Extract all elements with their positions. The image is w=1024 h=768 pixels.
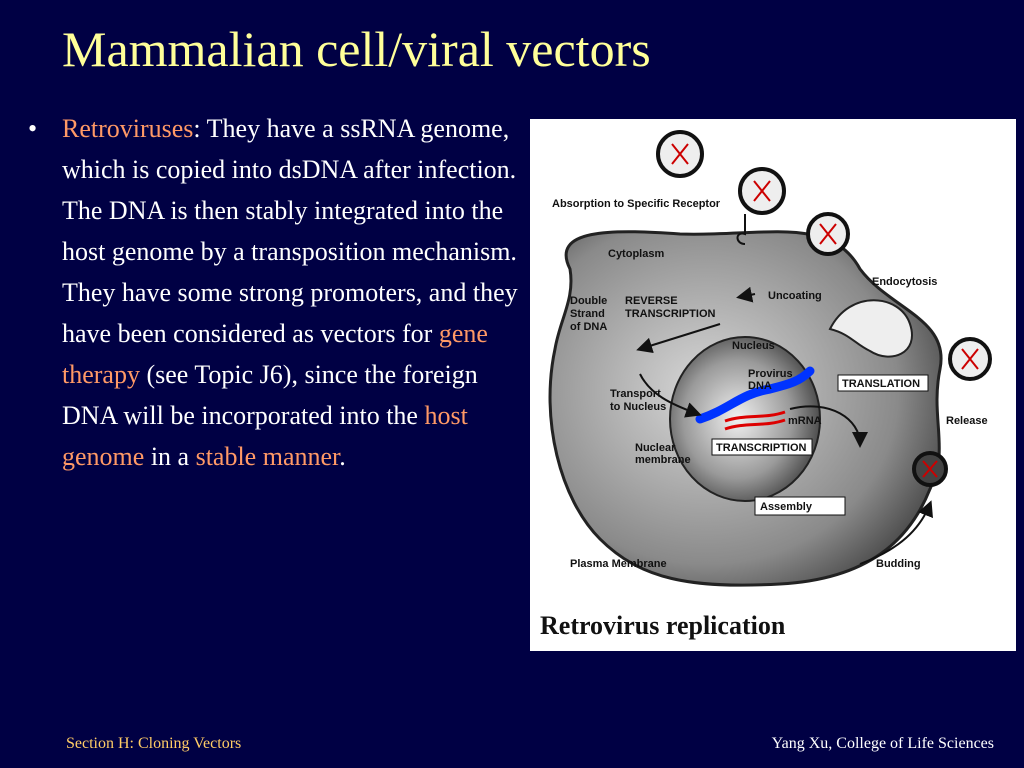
label-cytoplasm: Cytoplasm bbox=[608, 248, 664, 260]
label-mrna: mRNA bbox=[788, 415, 822, 427]
label-plasma-membrane: Plasma Membrane bbox=[570, 558, 667, 570]
label-provirus-1: Provirus bbox=[748, 368, 793, 380]
slide-title: Mammalian cell/viral vectors bbox=[62, 21, 651, 77]
receptor bbox=[736, 214, 746, 245]
endocytosis-pocket bbox=[828, 299, 913, 358]
label-transcription: TRANSCRIPTION bbox=[716, 442, 807, 454]
mrna-strand-2 bbox=[724, 418, 786, 431]
highlight-host-genome: host genome bbox=[62, 401, 468, 471]
arrow-translation bbox=[789, 405, 868, 448]
label-translation: TRANSLATION bbox=[842, 378, 920, 390]
virus-particle-1 bbox=[656, 130, 704, 178]
label-transport-2: to Nucleus bbox=[610, 401, 666, 413]
virus-particle-budding bbox=[912, 451, 948, 487]
nucleus bbox=[669, 336, 821, 502]
arrow-transport bbox=[639, 373, 702, 418]
footer-section: Section H: Cloning Vectors bbox=[66, 735, 242, 752]
label-transport-1: Transport bbox=[610, 388, 661, 400]
assembly-box bbox=[754, 496, 846, 516]
label-nuclear-1: Nuclear bbox=[635, 442, 676, 454]
bullet-text-part-4: . bbox=[339, 442, 346, 471]
label-budding: Budding bbox=[876, 558, 921, 570]
arrow-uncoating bbox=[736, 286, 756, 303]
label-uncoating: Uncoating bbox=[768, 290, 822, 302]
footer-author: Yang Xu, College of Life Sciences bbox=[771, 735, 994, 752]
bullet-marker: • bbox=[28, 114, 38, 143]
virus-particle-2 bbox=[738, 167, 786, 215]
virus-particle-3 bbox=[806, 212, 850, 256]
label-double-3: of DNA bbox=[570, 321, 607, 333]
label-nucleus: Nucleus bbox=[732, 340, 775, 352]
bullet-text-part-3: in a bbox=[144, 442, 196, 471]
label-reverse-2: TRANSCRIPTION bbox=[625, 308, 716, 320]
bullet-paragraph: • Retroviruses: They have a ssRNA genome… bbox=[28, 108, 518, 477]
arrow-reverse-transcription bbox=[636, 323, 721, 354]
bullet-text-part-1: : They have a ssRNA genome, which is cop… bbox=[62, 114, 518, 348]
label-assembly: Assembly bbox=[760, 501, 813, 513]
label-double-1: Double bbox=[570, 295, 607, 307]
bullet-text: Retroviruses: They have a ssRNA genome, … bbox=[62, 108, 518, 477]
label-endocytosis: Endocytosis bbox=[872, 276, 937, 288]
retrovirus-replication-figure: Absorption to Specific Receptor Cytoplas… bbox=[530, 119, 1016, 651]
label-nuclear-2: membrane bbox=[635, 454, 691, 466]
highlight-stable-manner: stable manner bbox=[195, 442, 340, 471]
arrow-budding bbox=[859, 500, 933, 565]
retrovirus-diagram: Absorption to Specific Receptor Cytoplas… bbox=[540, 130, 992, 640]
highlight-gene-therapy: gene therapy bbox=[62, 319, 488, 389]
label-absorption: Absorption to Specific Receptor bbox=[552, 198, 721, 210]
translation-box bbox=[837, 374, 929, 392]
bullet-text-part-2: (see Topic J6), since the foreign DNA wi… bbox=[62, 360, 478, 430]
provirus-dna bbox=[695, 366, 815, 424]
figure-caption: Retrovirus replication bbox=[540, 611, 786, 640]
label-reverse-1: REVERSE bbox=[625, 295, 678, 307]
label-release: Release bbox=[946, 415, 988, 427]
mrna-strand bbox=[724, 410, 786, 423]
virus-particle-release bbox=[948, 337, 992, 381]
label-provirus-2: DNA bbox=[748, 380, 772, 392]
label-double-2: Strand bbox=[570, 308, 605, 320]
transcription-box bbox=[711, 438, 813, 456]
term-retroviruses: Retroviruses bbox=[62, 114, 194, 143]
